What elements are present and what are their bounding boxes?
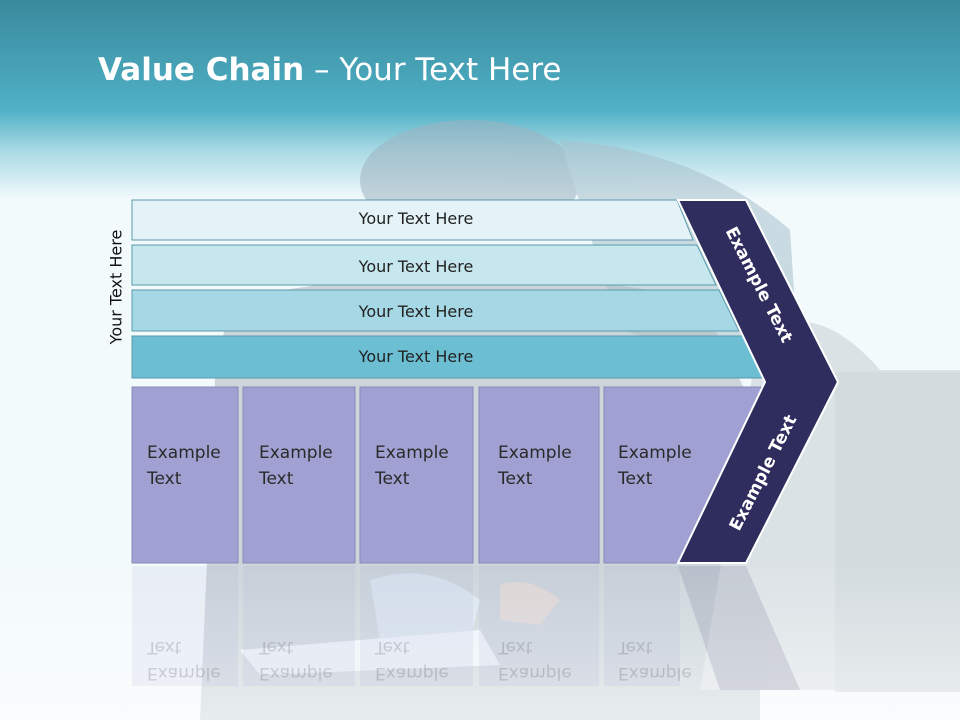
reflection bbox=[132, 566, 800, 690]
cell-2-line2: Text bbox=[259, 469, 294, 489]
band-2 bbox=[131, 244, 717, 286]
cell-3-line1: Example bbox=[375, 443, 449, 463]
side-label: Your Text Here bbox=[106, 229, 126, 345]
title-bold: Value Chain bbox=[98, 52, 305, 88]
band-label-1: Your Text Here bbox=[358, 209, 474, 228]
band-1 bbox=[131, 199, 694, 241]
title-rest: – Your Text Here bbox=[304, 52, 562, 88]
band-label-4: Your Text Here bbox=[358, 347, 474, 366]
cell-2 bbox=[242, 386, 356, 564]
value-chevron bbox=[676, 199, 840, 564]
cell-3 bbox=[359, 386, 474, 564]
slide-title: Value Chain – Your Text Here bbox=[98, 52, 561, 88]
band-label-2: Your Text Here bbox=[358, 257, 474, 276]
band-label-3: Your Text Here bbox=[358, 302, 474, 321]
cell-1-line1: Example bbox=[147, 443, 221, 463]
band-3 bbox=[131, 289, 740, 332]
cell-4-line2: Text bbox=[498, 469, 533, 489]
cell-1 bbox=[131, 386, 239, 564]
cell-3-line2: Text bbox=[375, 469, 410, 489]
cell-5-line1: Example bbox=[618, 443, 692, 463]
cell-5-line2: Text bbox=[618, 469, 653, 489]
cell-4-line1: Example bbox=[498, 443, 572, 463]
cell-1-line2: Text bbox=[147, 469, 182, 489]
cell-2-line1: Example bbox=[259, 443, 333, 463]
cell-4 bbox=[478, 386, 600, 564]
